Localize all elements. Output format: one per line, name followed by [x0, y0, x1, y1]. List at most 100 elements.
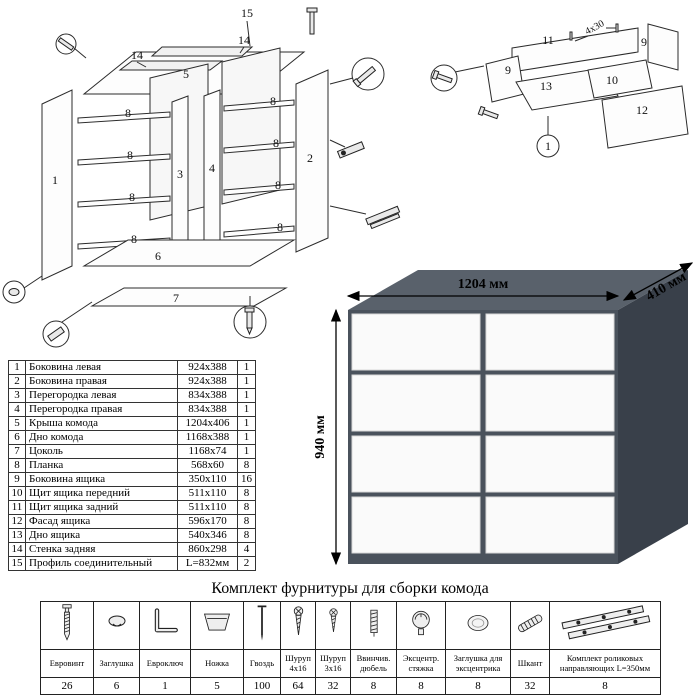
part-number: 2 — [8, 374, 26, 389]
hardware-item-name: Гвоздь — [243, 649, 281, 678]
part-name: Стенка задняя — [25, 542, 178, 557]
screw-detail-icon — [431, 69, 453, 84]
drawer-front — [485, 496, 615, 554]
hardware-item-qty: 5 — [190, 677, 244, 695]
part-callout-14: 14 — [131, 48, 143, 62]
part-size: 924х388 — [177, 374, 238, 389]
hardware-icon-cell — [315, 601, 351, 650]
part-number: 6 — [8, 430, 26, 445]
part-name: Боковина правая — [25, 374, 178, 389]
cap-detail-icon — [8, 288, 20, 296]
hardware-icon-cell — [40, 601, 94, 650]
part-number: 8 — [8, 458, 26, 473]
part-callout-8: 8 — [277, 220, 283, 234]
part-name: Дно ящика — [25, 528, 178, 543]
dowel-detail-icon — [47, 326, 65, 342]
part-size: 511х110 — [177, 486, 238, 501]
part-callout-11: 11 — [542, 33, 554, 47]
drawer-front — [485, 435, 615, 493]
hardware-icon-cell — [350, 601, 397, 650]
part-name: Дно комода — [25, 430, 178, 445]
hardware-item-name: Шуруп 3х16 — [315, 649, 351, 678]
part-callout-9: 9 — [641, 35, 647, 49]
part-callout-8: 8 — [270, 94, 276, 108]
part-callout-14: 14 — [238, 33, 250, 47]
dim-width-label: 1204 мм — [458, 277, 509, 292]
hardware-icon-row — [40, 601, 661, 650]
part-name: Цоколь — [25, 444, 178, 459]
hex-key-icon — [154, 608, 178, 633]
part-name: Щит ящика передний — [25, 486, 178, 501]
part-size: 1204х406 — [177, 416, 238, 431]
part-name: Щит ящика задний — [25, 500, 178, 515]
part-callout-7: 7 — [173, 291, 179, 305]
chest-side — [618, 270, 688, 564]
hardware-item-qty: 8 — [350, 677, 397, 695]
part-callout-8: 8 — [273, 136, 279, 150]
part-qty: 8 — [237, 486, 256, 501]
leg-icon — [203, 613, 231, 631]
hardware-icon-cell — [190, 601, 244, 650]
part-callout-8: 8 — [131, 232, 137, 246]
hardware-item-name: Евровинт — [40, 649, 94, 678]
hardware-item-qty: 64 — [280, 677, 316, 695]
part-number: 14 — [8, 542, 26, 557]
small-screw-icon — [569, 31, 573, 41]
part-size: 924х388 — [177, 360, 238, 375]
part-size: 350х110 — [177, 472, 238, 487]
drawer-front — [351, 374, 481, 432]
product-render: 1204 мм 940 мм 410 мм — [313, 262, 694, 566]
drawer-front — [351, 435, 481, 493]
plug-icon — [108, 615, 125, 627]
part-size: L=832мм — [177, 556, 238, 571]
hardware-icon-cell — [445, 601, 511, 650]
part-callout-1: 1 — [52, 173, 58, 187]
part-number: 3 — [8, 388, 26, 403]
part-number: 11 — [8, 500, 26, 515]
part-name: Боковина ящика — [25, 472, 178, 487]
part-qty: 1 — [237, 416, 256, 431]
part-name: Перегородка правая — [25, 402, 178, 417]
drawer-front — [485, 374, 615, 432]
hardware-item-name: Комплект роликовых направляющих L=350мм — [549, 649, 661, 678]
part-callout-2: 2 — [307, 151, 313, 165]
screw-detail-icon — [57, 37, 75, 51]
cam-lock-icon — [412, 610, 430, 636]
part-name: Перегородка левая — [25, 388, 178, 403]
part-callout-8: 8 — [129, 190, 135, 204]
part-number: 15 — [8, 556, 26, 571]
part-callout-3: 3 — [177, 167, 183, 181]
part-qty: 1 — [237, 444, 256, 459]
dowel-screw-icon — [369, 609, 378, 637]
part-size: 568х60 — [177, 458, 238, 473]
part-qty: 1 — [237, 430, 256, 445]
part-size: 596х170 — [177, 514, 238, 529]
part-size: 860х298 — [177, 542, 238, 557]
confirmat-screw-detail-icon — [352, 65, 377, 88]
hardware-item-name: Шкант — [510, 649, 550, 678]
part-name: Боковина левая — [25, 360, 178, 375]
part-qty: 1 — [237, 388, 256, 403]
hardware-item-qty: 8 — [445, 677, 511, 695]
part-callout-8: 8 — [125, 106, 131, 120]
cam-bolt-icon — [336, 141, 365, 159]
hardware-item-name: Заглушка — [93, 649, 140, 678]
screw-small-icon — [328, 608, 338, 633]
hardware-icon-cell — [280, 601, 316, 650]
part-qty: 16 — [237, 472, 256, 487]
part-qty: 8 — [237, 500, 256, 515]
hardware-item-qty: 8 — [396, 677, 446, 695]
hardware-item-qty: 26 — [40, 677, 94, 695]
part-callout-13: 13 — [540, 79, 552, 93]
drawer-front — [485, 313, 615, 371]
part-callout-9: 9 — [505, 63, 511, 77]
part-callout-8: 8 — [127, 148, 133, 162]
